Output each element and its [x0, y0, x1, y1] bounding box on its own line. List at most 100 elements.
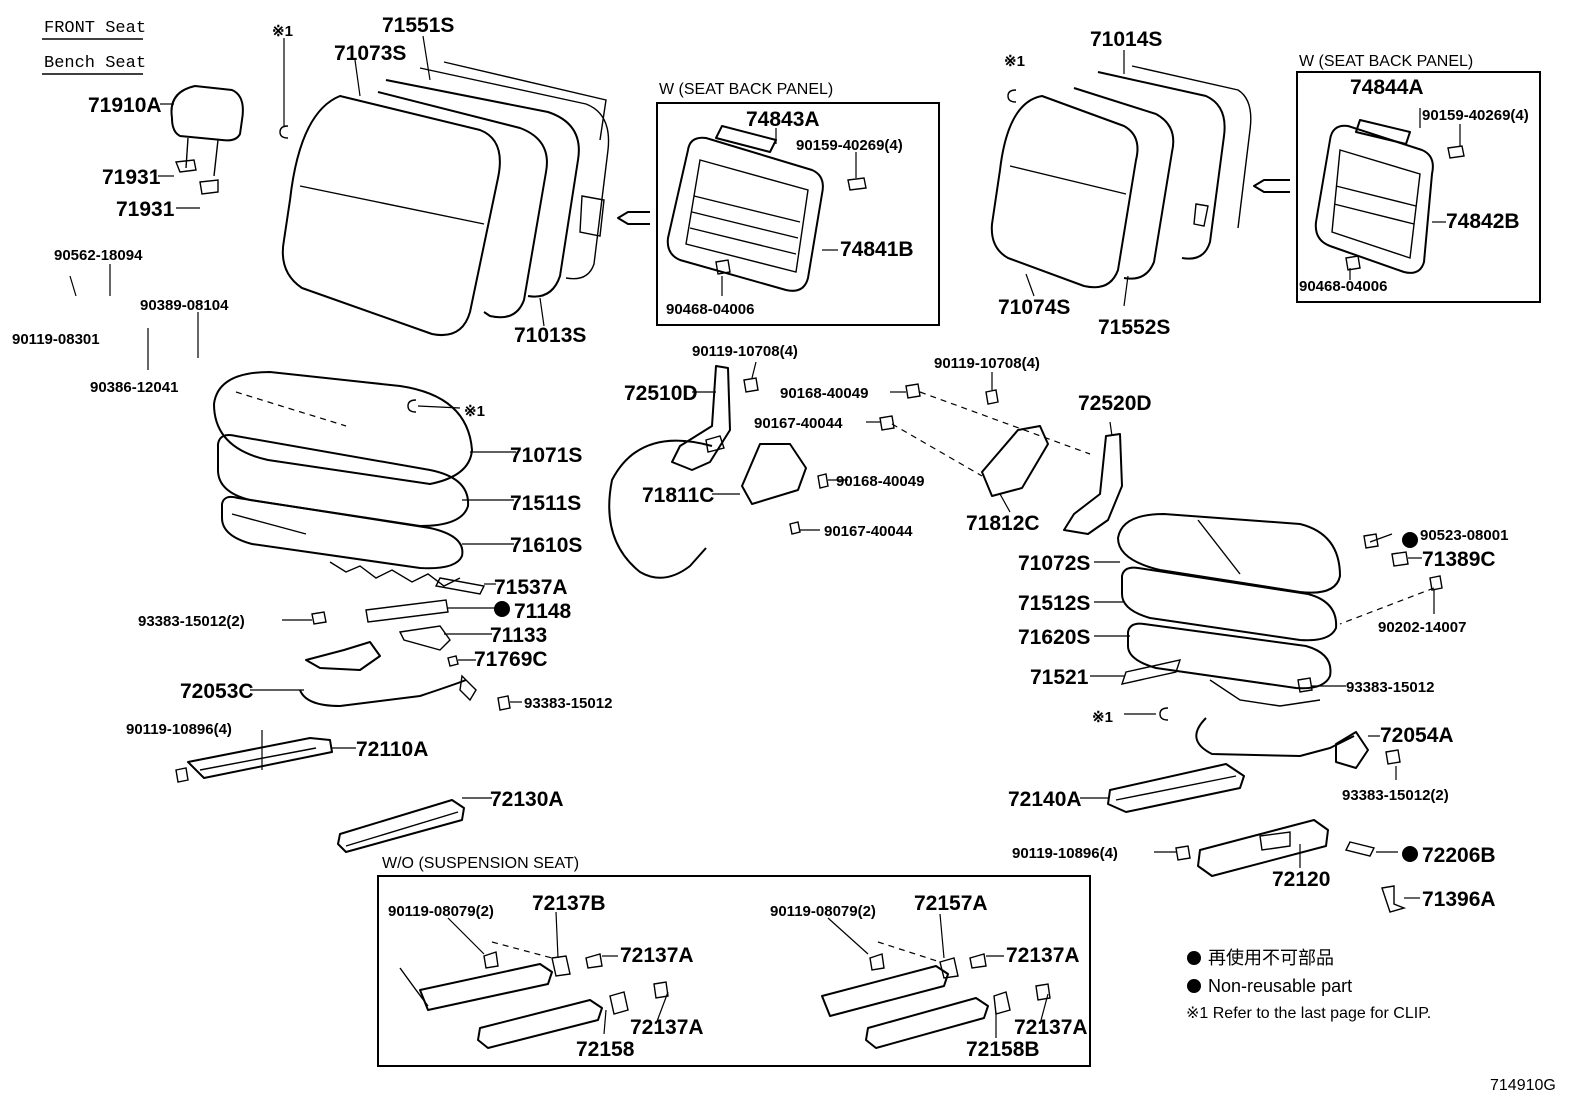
label-72137a-3: 72137A: [1006, 944, 1080, 967]
box-title-suspension: W/O (SUSPENSION SEAT): [382, 855, 579, 872]
inset-box-seat-back-panel-left: W (SEAT BACK PANEL): [656, 81, 940, 326]
label-72158: 72158: [576, 1038, 635, 1061]
label-72137a-4: 72137A: [1014, 1016, 1088, 1039]
label-71389c: 71389C: [1422, 548, 1496, 571]
label-74844a: 74844A: [1350, 76, 1424, 99]
label-90167-40044-a: 90167-40044: [754, 415, 843, 432]
label-90389-08104: 90389-08104: [140, 297, 229, 314]
label-71071s: 71071S: [510, 444, 582, 467]
label-71931-a: 71931: [102, 166, 161, 189]
legend-dot-ja: [1187, 951, 1201, 965]
label-71610s: 71610S: [510, 534, 582, 557]
label-clip-cushion: ※1: [464, 403, 485, 420]
right-seat-back-drawing: [990, 65, 1290, 289]
label-90119-10708-b: 90119-10708(4): [934, 355, 1040, 372]
legend-clip-note: ※1 Refer to the last page for CLIP.: [1186, 1005, 1431, 1022]
label-90468-04006-right: 90468-04006: [1299, 278, 1387, 295]
label-90168-40049-b: 90168-40049: [836, 473, 924, 490]
header-front-seat: FRONT Seat: [44, 19, 146, 38]
non-reusable-dot-90523: [1402, 532, 1418, 548]
label-72054a: 72054A: [1380, 724, 1454, 747]
figure-id: 714910G: [1490, 1077, 1556, 1094]
label-clip-top-left: ※1: [272, 23, 293, 40]
label-90119-08301: 90119-08301: [12, 331, 100, 348]
label-71133: 71133: [490, 624, 547, 647]
label-71014s: 71014S: [1090, 28, 1162, 51]
label-clip-right-lower: ※1: [1092, 709, 1113, 726]
non-reusable-markers: [494, 532, 1418, 993]
label-71072s: 71072S: [1018, 552, 1090, 575]
label-72137a-1: 72137A: [620, 944, 694, 967]
label-90167-40044-b: 90167-40044: [824, 523, 913, 540]
label-72510d: 72510D: [624, 382, 698, 405]
label-71521: 71521: [1030, 666, 1089, 689]
headrest-drawing: [170, 85, 244, 195]
inset-box-suspension-seat: W/O (SUSPENSION SEAT): [377, 855, 1091, 1067]
label-90119-10896-b: 90119-10896(4): [1012, 845, 1118, 862]
right-panel-drawing: [1314, 119, 1465, 274]
label-90159-40269-left: 90159-40269(4): [796, 137, 903, 154]
legend-japanese: 再使用不可部品: [1208, 948, 1334, 968]
label-93383-15012-2-b: 93383-15012(2): [1342, 787, 1449, 804]
label-71511s: 71511S: [510, 492, 581, 515]
right-rails-drawing: [1107, 717, 1407, 913]
legend-dot-en: [1187, 979, 1201, 993]
label-71552s: 71552S: [1098, 316, 1170, 339]
inset-box-seat-back-panel-right: W (SEAT BACK PANEL): [1296, 53, 1541, 303]
label-93383-15012-a: 93383-15012: [524, 695, 612, 712]
label-71769c: 71769C: [474, 648, 548, 671]
label-90119-10708-a: 90119-10708(4): [692, 343, 798, 360]
label-72140a: 72140A: [1008, 788, 1082, 811]
label-74842b: 74842B: [1446, 210, 1520, 233]
header: FRONT Seat Bench Seat: [42, 19, 146, 75]
left-panel-drawing: [617, 125, 867, 292]
left-seat-back-drawing: [281, 61, 610, 336]
header-bench-seat: Bench Seat: [44, 54, 146, 73]
label-90119-08079-a: 90119-08079(2): [388, 903, 494, 920]
label-90202-14007: 90202-14007: [1378, 619, 1466, 636]
label-74843a: 74843A: [746, 108, 820, 131]
label-71811c: 71811C: [642, 484, 714, 507]
label-93383-15012-2-a: 93383-15012(2): [138, 613, 245, 630]
legend: 再使用不可部品 Non-reusable part ※1 Refer to th…: [1186, 948, 1431, 1022]
label-72110a: 72110A: [356, 738, 428, 761]
part-labels: ※1 ※1 ※1 ※1 71551S 71073S 71910A 71931 7…: [12, 14, 1529, 1061]
box-title-right: W (SEAT BACK PANEL): [1299, 53, 1473, 70]
recliner-drawing: [608, 365, 1123, 579]
label-72157a: 72157A: [914, 892, 988, 915]
label-90386-12041: 90386-12041: [90, 379, 178, 396]
label-71551s: 71551S: [382, 14, 454, 37]
label-90119-10896-a: 90119-10896(4): [126, 721, 232, 738]
clip-markers: [279, 89, 1169, 721]
label-72137a-2: 72137A: [630, 1016, 704, 1039]
label-clip-top-right: ※1: [1004, 53, 1025, 70]
label-72158b: 72158B: [966, 1038, 1040, 1061]
label-71620s: 71620S: [1018, 626, 1090, 649]
label-72206b: 72206B: [1422, 844, 1496, 867]
leader-lines: [69, 35, 1461, 1038]
label-71512s: 71512S: [1018, 592, 1090, 615]
label-90168-40049-a: 90168-40049: [780, 385, 868, 402]
right-cushion-drawing: [1117, 513, 1443, 707]
label-72053c: 72053C: [180, 680, 254, 703]
non-reusable-dot-71148: [494, 601, 510, 617]
label-71931-b: 71931: [116, 198, 175, 221]
legend-non-reusable: Non-reusable part: [1208, 976, 1352, 996]
box-title-left: W (SEAT BACK PANEL): [659, 81, 833, 98]
label-71148: 71148: [514, 600, 572, 623]
label-72520d: 72520D: [1078, 392, 1152, 415]
label-71537a: 71537A: [494, 576, 568, 599]
label-90119-08079-b: 90119-08079(2): [770, 903, 876, 920]
label-90562-18094: 90562-18094: [54, 247, 143, 264]
label-71910a: 71910A: [88, 94, 162, 117]
suspension-drawing: [399, 941, 1051, 1049]
label-90523-08001: 90523-08001: [1420, 527, 1508, 544]
label-90468-04006-left: 90468-04006: [666, 301, 754, 318]
label-90159-40269-right: 90159-40269(4): [1422, 107, 1529, 124]
label-93383-15012-b: 93383-15012: [1346, 679, 1434, 696]
label-71074s: 71074S: [998, 296, 1070, 319]
left-rails-drawing: [175, 641, 511, 853]
label-72137b: 72137B: [532, 892, 606, 915]
